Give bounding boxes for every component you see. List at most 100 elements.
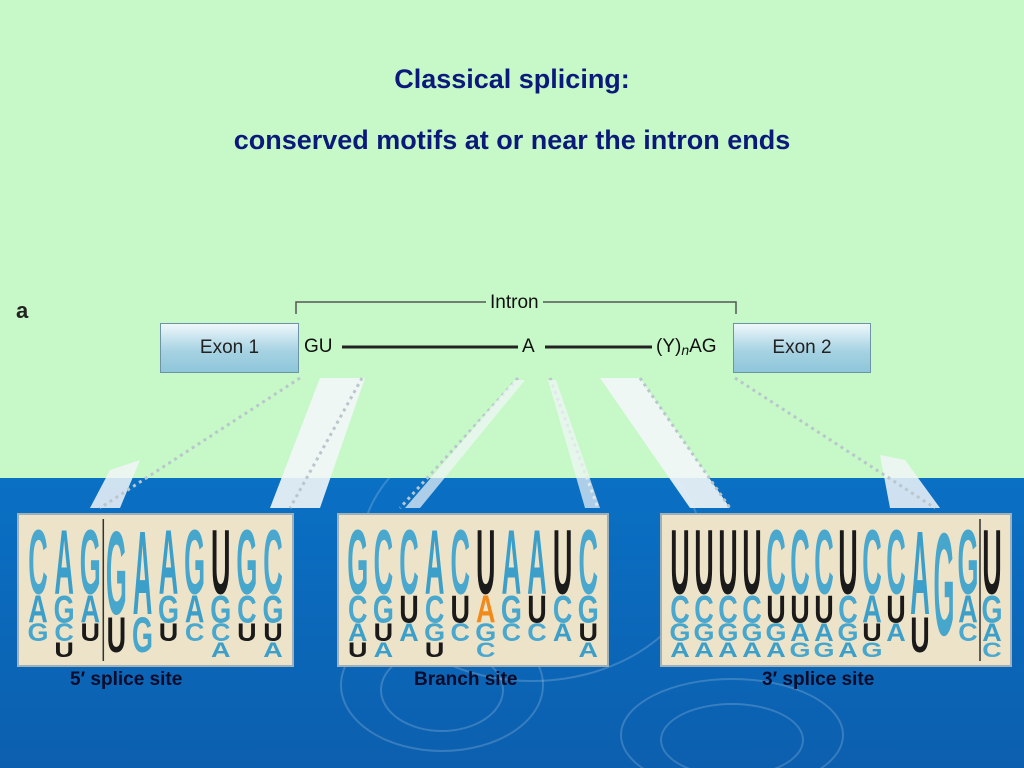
zoom-wedge-5prime xyxy=(270,378,365,508)
logo-letter-G: G xyxy=(262,589,283,632)
logo-letter-U: U xyxy=(81,620,100,647)
logo-letter-G: G xyxy=(158,589,179,632)
logo-letter-A: A xyxy=(425,515,445,614)
logo-letter-A: A xyxy=(527,515,547,614)
caption-3prime-splice-site: 3′ splice site xyxy=(762,669,875,690)
zoom-wedge-3prime-outer xyxy=(880,455,940,508)
logo-letter-G: G xyxy=(373,589,394,632)
logo-letter-U: U xyxy=(54,639,73,663)
connector-3prime-inner xyxy=(638,377,732,509)
logo-letter-U: U xyxy=(263,620,282,647)
logo-letter-C: C xyxy=(348,589,367,632)
acceptor-suffix: AG xyxy=(689,336,717,357)
logo-letter-A: A xyxy=(790,620,809,647)
logo-letter-A: A xyxy=(133,515,152,640)
logo-letter-C: C xyxy=(54,620,73,647)
logo-letter-G: G xyxy=(578,589,599,632)
logo-letter-U: U xyxy=(694,515,714,614)
logo-letter-C: C xyxy=(425,589,444,632)
logo-letter-U: U xyxy=(237,620,256,647)
logo-letter-G: G xyxy=(742,620,763,647)
logo-letter-U: U xyxy=(742,515,762,614)
logo-letter-C: C xyxy=(862,515,882,614)
exon-1-box: Exon 1 xyxy=(160,323,299,373)
logo-letter-U: U xyxy=(910,606,930,663)
logo-letter-G: G xyxy=(862,639,883,663)
logo-letter-U: U xyxy=(862,620,881,647)
logo-letter-A: A xyxy=(742,639,761,663)
logo-letter-A: A xyxy=(670,639,689,663)
logo-letter-A: A xyxy=(982,620,1001,647)
logo-letter-A: A xyxy=(28,589,47,632)
logo-letter-G: G xyxy=(501,589,522,632)
logo-letter-A: A xyxy=(862,589,881,632)
logo-letter-A: A xyxy=(910,515,929,640)
logo-letter-C: C xyxy=(694,589,713,632)
logo-letter-A: A xyxy=(814,620,833,647)
logo-letter-U: U xyxy=(159,620,178,647)
donor-site-label: GU xyxy=(304,336,333,357)
logo-letter-C: C xyxy=(185,620,204,647)
exon-2-label: Exon 2 xyxy=(772,337,832,358)
exon-2-box: Exon 2 xyxy=(733,323,871,373)
panel-label: a xyxy=(16,298,29,323)
logo-letter-G: G xyxy=(766,620,787,647)
logo-letter-U: U xyxy=(374,620,393,647)
zoom-wedge-5prime-outer xyxy=(90,460,140,508)
logo-letter-G: G xyxy=(814,639,835,663)
logo-letter-C: C xyxy=(670,589,689,632)
acceptor-site-label: (Y)nAG xyxy=(656,336,717,358)
logo-letter-A: A xyxy=(553,620,572,647)
logo-letter-G: G xyxy=(475,620,496,647)
logo-letter-A: A xyxy=(578,639,597,663)
logo-letter-G: G xyxy=(28,620,49,647)
logo-letter-A: A xyxy=(502,515,522,614)
slide-background-top xyxy=(0,0,1024,478)
zoom-wedge-3prime xyxy=(600,378,730,508)
logo-letter-A: A xyxy=(886,620,905,647)
logo-letter-A: A xyxy=(185,589,204,632)
logo-letter-U: U xyxy=(450,589,469,632)
logo-letter-U: U xyxy=(790,589,809,632)
logo-letter-C: C xyxy=(578,515,598,614)
exon-1-label: Exon 1 xyxy=(199,337,260,358)
logo-letter-U: U xyxy=(982,515,1002,614)
logo-letter-A: A xyxy=(399,620,418,647)
logo-letter-A: A xyxy=(374,639,393,663)
logo-letter-U: U xyxy=(107,606,127,663)
logo-letter-U: U xyxy=(399,589,418,632)
logo-letter-U: U xyxy=(348,639,367,663)
logo-letter-G: G xyxy=(210,589,231,632)
logo-letter-G: G xyxy=(184,515,205,614)
logo-letter-U: U xyxy=(838,515,858,614)
logo-letter-C: C xyxy=(527,620,546,647)
logo-letter-C: C xyxy=(263,515,283,614)
logo-letter-U: U xyxy=(814,589,833,632)
logo-letter-U: U xyxy=(476,515,496,614)
zoom-wedge-branch-right xyxy=(548,380,600,508)
logo-letter-A: A xyxy=(766,639,785,663)
logo-letter-U: U xyxy=(886,589,905,632)
logo-letter-G: G xyxy=(80,515,101,614)
logo-letter-G: G xyxy=(957,515,978,614)
logo-letter-C: C xyxy=(237,589,256,632)
logo-letter-G: G xyxy=(347,515,368,614)
acceptor-subscript: n xyxy=(681,342,690,358)
logo-letter-C: C xyxy=(958,620,977,647)
logo-letter-U: U xyxy=(670,515,690,614)
logo-letter-C: C xyxy=(502,620,521,647)
logo-letter-A: A xyxy=(694,639,713,663)
caption-5prime-splice-site: 5′ splice site xyxy=(70,669,183,690)
logo-letter-C: C xyxy=(399,515,419,614)
zoom-wedge-branch xyxy=(405,380,525,508)
logo-letter-C: C xyxy=(886,515,906,614)
logo-letter-C: C xyxy=(790,515,810,614)
caption-branch-site: Branch site xyxy=(414,669,518,690)
branch-point-label: A xyxy=(522,336,535,357)
logo-letter-G: G xyxy=(54,589,75,632)
